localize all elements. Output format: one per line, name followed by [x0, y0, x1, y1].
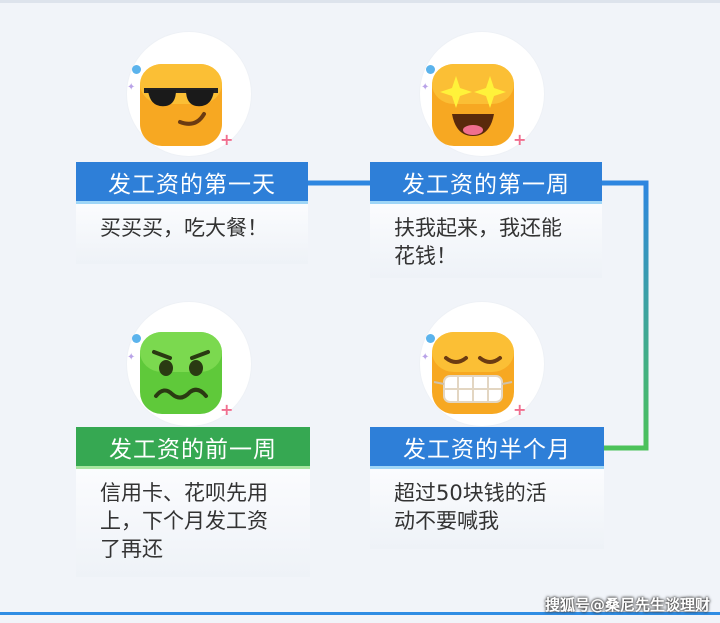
plus-icon: +	[220, 130, 234, 149]
decor-dot	[426, 65, 435, 74]
stage-title: 发工资的第一周	[402, 171, 570, 198]
stage-card-first-day: 买买买，吃大餐！	[76, 204, 308, 264]
stage-header-half-month: 发工资的半个月	[370, 427, 604, 469]
stage-title: 发工资的前一周	[109, 436, 277, 463]
stage-header-first-day: 发工资的第一天	[76, 162, 308, 204]
sparkle-icon: ✦	[421, 82, 430, 93]
sunglasses-emoji-icon	[140, 64, 222, 146]
stage-card-half-month: 超过50块钱的活 动不要喊我	[370, 469, 604, 549]
plus-icon: +	[513, 130, 527, 149]
stage-text-line: 上，下个月发工资	[100, 509, 268, 533]
stage-text-line: 买买买，吃大餐！	[100, 216, 268, 240]
decor-dot	[132, 334, 141, 343]
sparkle-icon: ✦	[127, 352, 136, 363]
stage-text-line: 花钱！	[394, 244, 457, 268]
plus-icon: +	[220, 400, 234, 419]
sparkle-icon: ✦	[127, 82, 136, 93]
nauseated-face-emoji-icon	[140, 332, 222, 414]
stage-card-last-week: 信用卡、花呗先用 上，下个月发工资 了再还	[76, 469, 310, 577]
stage-card-first-week: 扶我起来，我还能 花钱！	[370, 204, 602, 278]
star-eyes-emoji-icon	[432, 64, 514, 146]
stage-text-line: 超过50块钱的活	[394, 481, 547, 505]
stage-text-line: 动不要喊我	[394, 509, 499, 533]
sparkle-icon: ✦	[421, 352, 430, 363]
bottom-divider	[0, 612, 720, 615]
plus-icon: +	[513, 400, 527, 419]
stage-title: 发工资的半个月	[403, 436, 571, 463]
decor-dot	[426, 334, 435, 343]
stage-header-last-week: 发工资的前一周	[76, 427, 310, 469]
stage-text-line: 了再还	[100, 537, 163, 561]
stage-title: 发工资的第一天	[108, 171, 276, 198]
stage-text-line: 扶我起来，我还能	[394, 216, 562, 240]
connector-week-to-halfmonth	[600, 180, 649, 451]
watermark: 搜狐号@桑尼先生谈理财	[544, 596, 710, 614]
stage-header-first-week: 发工资的第一周	[370, 162, 602, 204]
masked-face-emoji-icon	[432, 332, 514, 414]
top-divider	[0, 0, 720, 3]
decor-dot	[132, 65, 141, 74]
stage-text-line: 信用卡、花呗先用	[100, 481, 268, 505]
